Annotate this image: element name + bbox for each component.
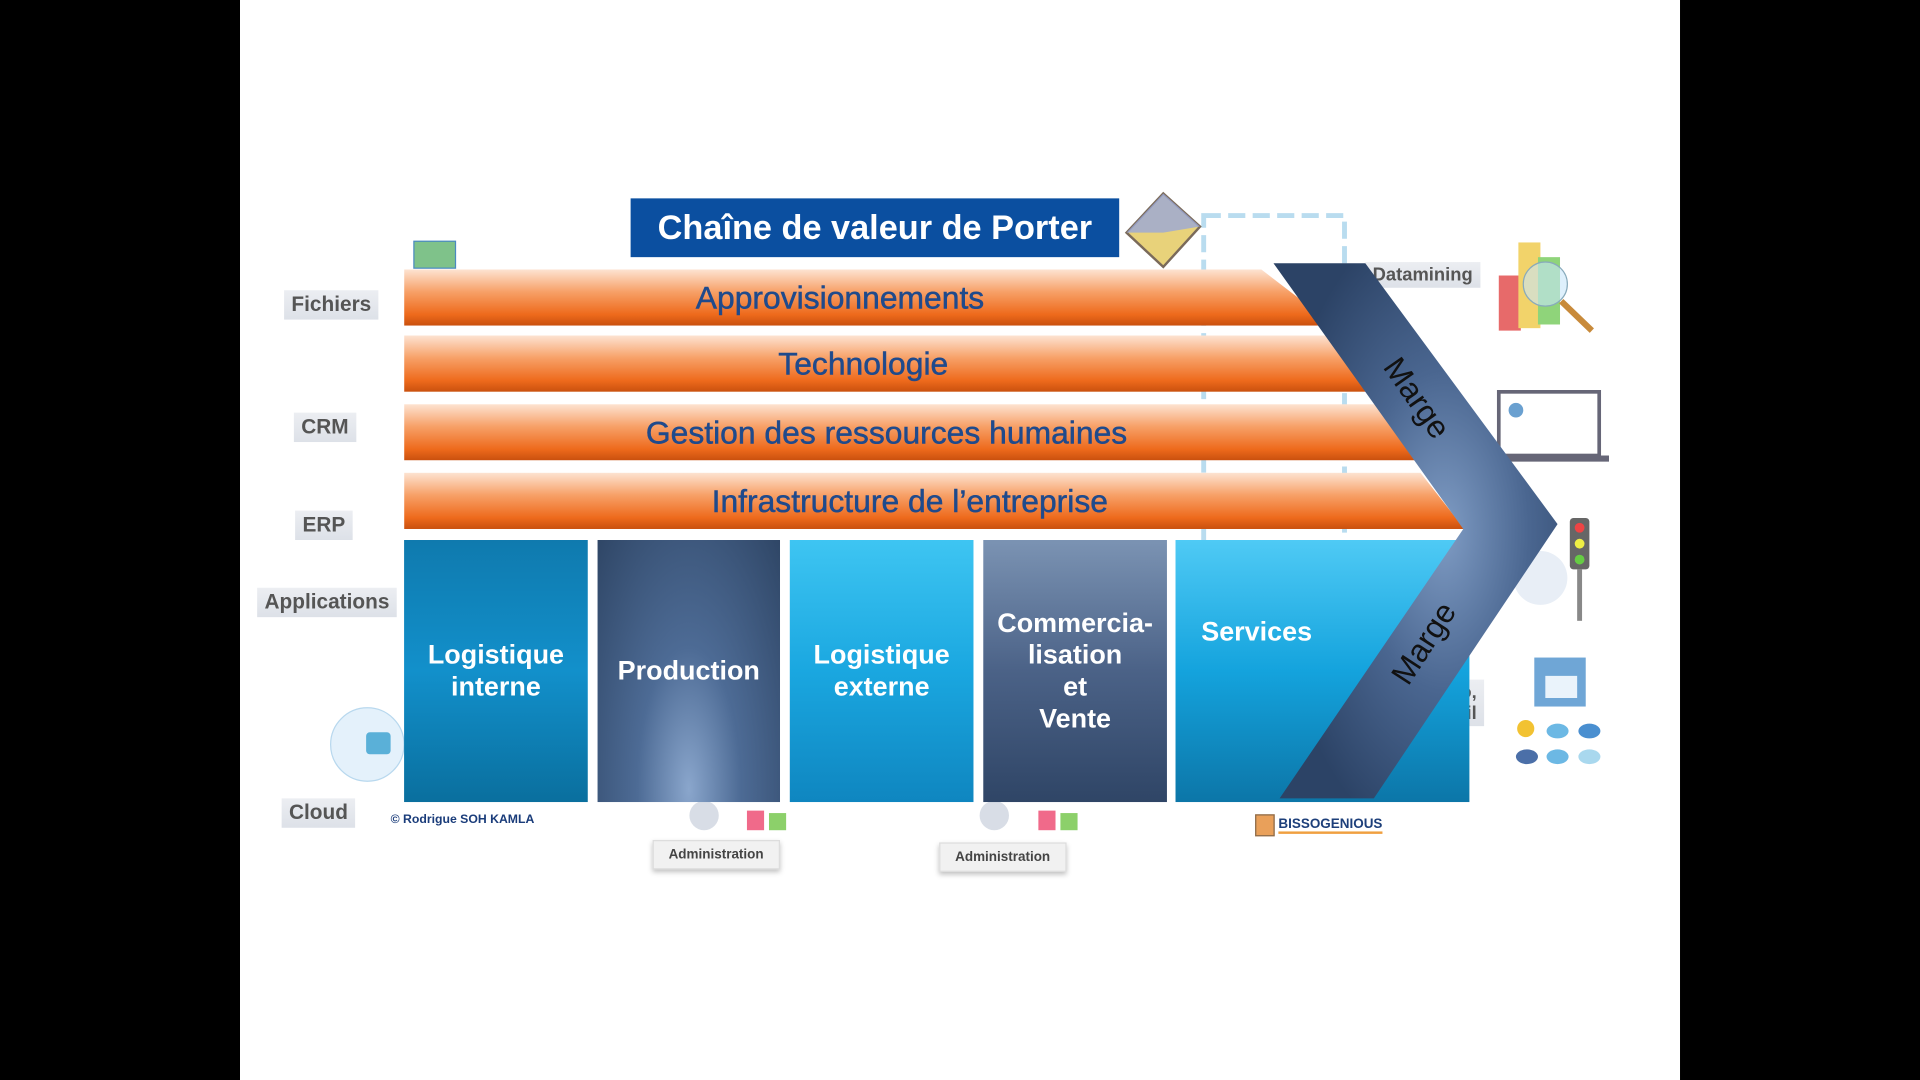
diagram-title: Chaîne de valeur de Porter xyxy=(630,198,1120,258)
label-fichiers: Fichiers xyxy=(284,290,379,320)
label-applications: Applications xyxy=(257,587,397,618)
lock-icon xyxy=(746,810,1078,831)
label-datamining: Datamining xyxy=(1365,262,1481,288)
support-bar-technologie: Technologie xyxy=(404,335,1384,392)
bissogenious-logo: BISSOGENIOUS xyxy=(1255,814,1383,837)
cloud-icon xyxy=(330,707,405,782)
copyright: © Rodrigue SOH KAMLA xyxy=(390,813,535,827)
administration-label-2: Administration xyxy=(939,842,1067,872)
support-bar-infrastructure: Infrastructure de l’entreprise xyxy=(404,472,1465,529)
label-crm: CRM xyxy=(293,412,356,443)
dashboard-laptop-icon xyxy=(1491,390,1609,462)
slide xyxy=(240,0,1681,1080)
label-erp: ERP xyxy=(295,510,353,541)
logo-cube-icon xyxy=(1255,814,1275,837)
chart-magnifier-icon xyxy=(1498,242,1594,333)
label-cloud: Cloud xyxy=(281,798,356,828)
users-icon xyxy=(689,800,1009,831)
books-icon xyxy=(413,240,457,269)
administration-label-1: Administration xyxy=(652,840,780,870)
support-bar-rh: Gestion des ressources humaines xyxy=(404,404,1433,461)
email-icon xyxy=(1534,657,1586,707)
weather-icons xyxy=(1515,720,1601,765)
support-bar-approvisionnements: Approvisionnements xyxy=(404,269,1335,326)
rubik-cube-icon xyxy=(1124,191,1202,269)
primary-production: Production xyxy=(597,540,781,803)
